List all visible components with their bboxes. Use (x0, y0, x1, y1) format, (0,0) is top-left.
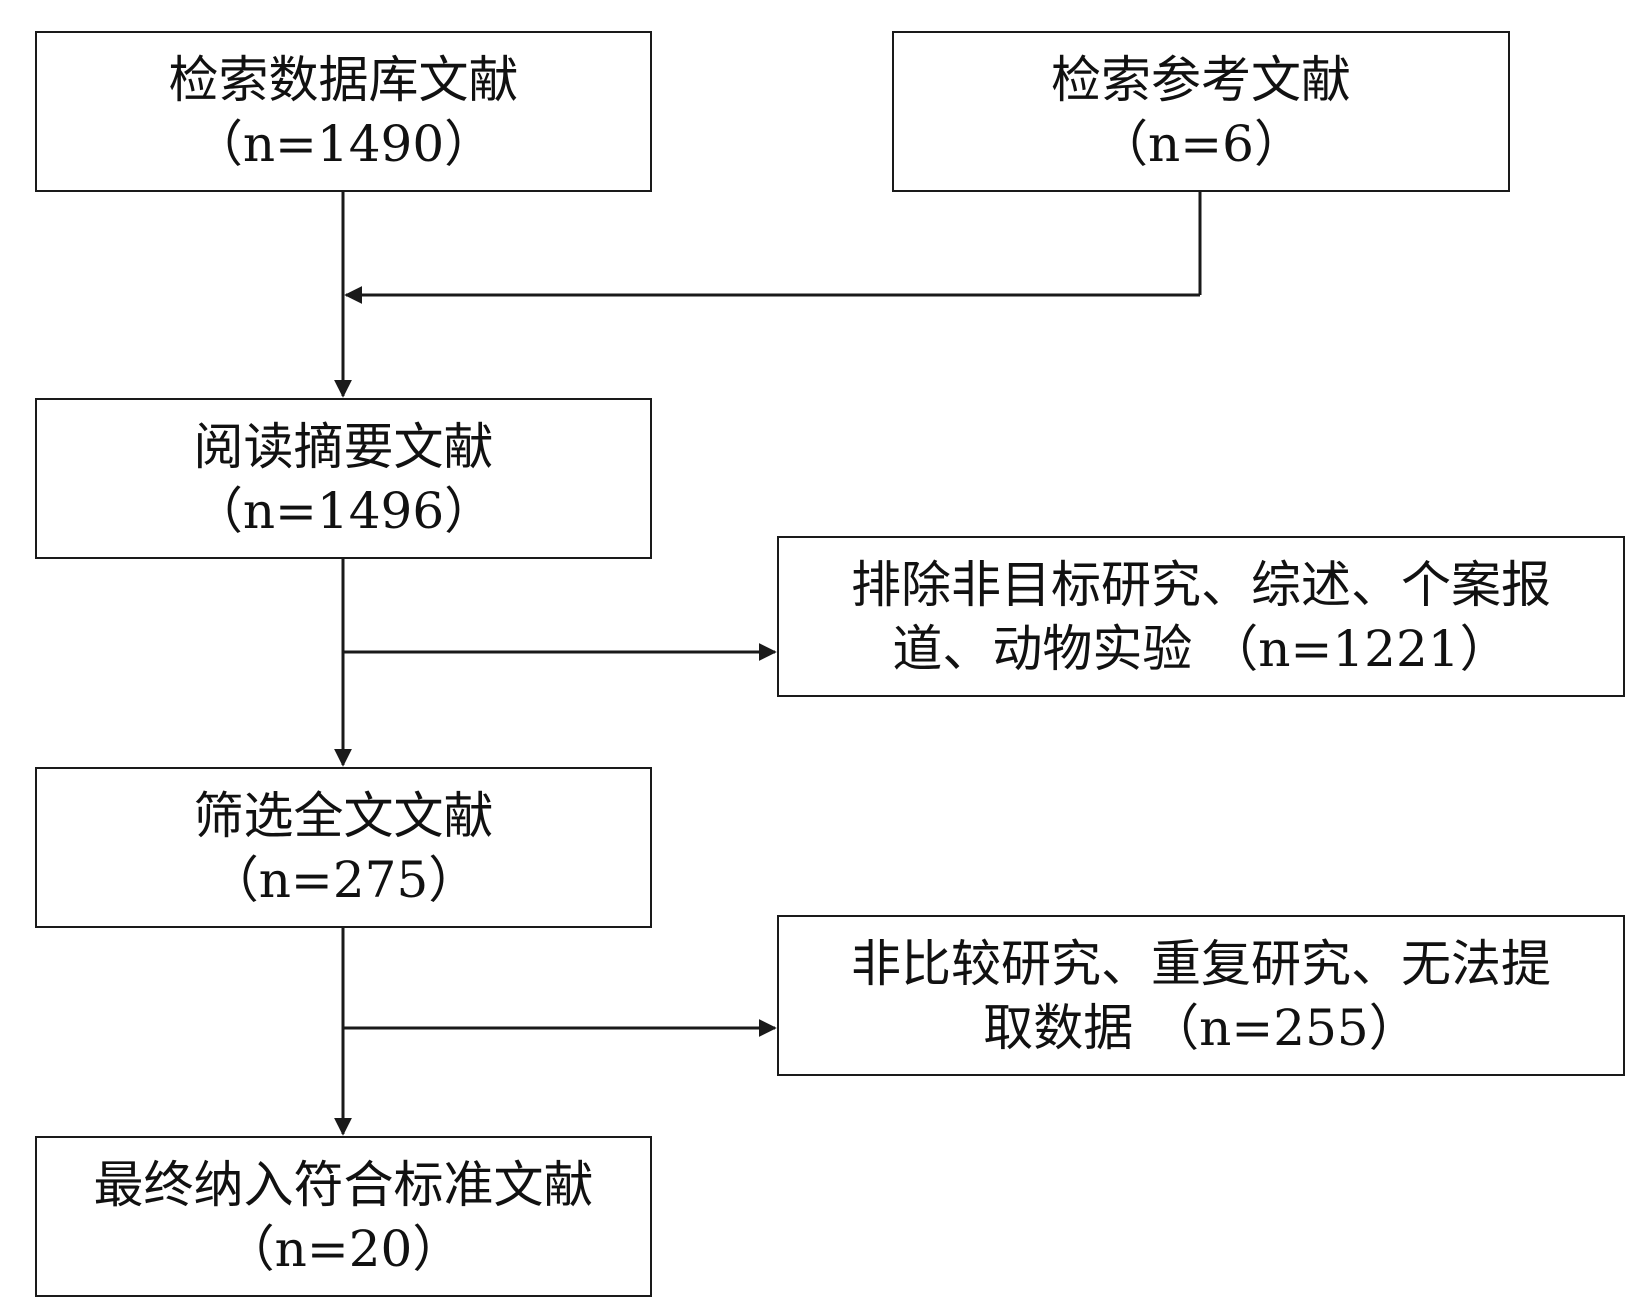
abstract-reading-count: （n=1496） (192, 481, 495, 540)
reference-search-label: 检索参考文献 (1051, 50, 1351, 109)
exclusion-full-text-line1: 非比较研究、重复研究、无法提 (851, 934, 1551, 993)
exclusion-full-text-line2: 取数据 （n=255） (983, 998, 1419, 1057)
reference-search-box: 检索参考文献 （n=6） (892, 31, 1510, 192)
database-search-count: （n=1490） (192, 114, 495, 173)
final-included-box: 最终纳入符合标准文献 （n=20） (35, 1136, 652, 1297)
database-search-label: 检索数据库文献 (168, 50, 519, 109)
abstract-reading-box: 阅读摘要文献 （n=1496） (35, 398, 652, 559)
full-text-screening-box: 筛选全文文献 （n=275） (35, 767, 652, 928)
abstract-reading-label: 阅读摘要文献 (193, 417, 494, 476)
exclusion-abstract-line1: 排除非目标研究、综述、个案报 (851, 555, 1551, 614)
final-included-label: 最终纳入符合标准文献 (93, 1155, 594, 1214)
exclusion-box-full-text: 非比较研究、重复研究、无法提 取数据 （n=255） (777, 915, 1625, 1076)
full-text-screening-count: （n=275） (208, 850, 479, 909)
exclusion-box-abstract: 排除非目标研究、综述、个案报 道、动物实验 （n=1221） (777, 536, 1625, 697)
exclusion-abstract-line2: 道、动物实验 （n=1221） (892, 619, 1510, 678)
full-text-screening-label: 筛选全文文献 (193, 786, 494, 845)
final-included-count: （n=20） (224, 1219, 463, 1278)
database-search-box: 检索数据库文献 （n=1490） (35, 31, 652, 192)
reference-search-count: （n=6） (1098, 114, 1304, 173)
